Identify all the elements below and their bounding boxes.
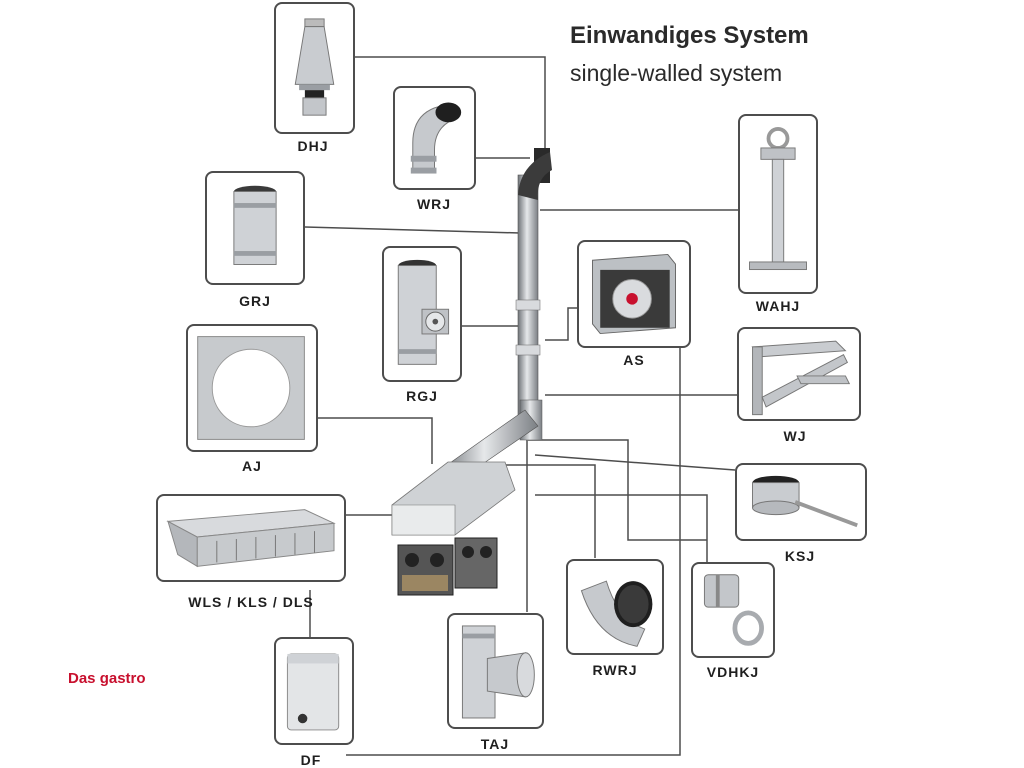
component-box-df[interactable]: [274, 637, 354, 745]
damper-icon: [752, 475, 858, 528]
wall-console-icon: [751, 340, 851, 416]
label-wj: WJ: [783, 428, 807, 444]
component-box-wahj[interactable]: [738, 114, 818, 294]
label-vdhkj: VDHKJ: [706, 664, 760, 680]
label-rwrj: RWRJ: [592, 662, 638, 678]
fan-box-icon: [592, 253, 676, 335]
label-dhj: DHJ: [297, 138, 329, 154]
logo-word-2: gastro: [99, 670, 146, 687]
speed-controller-icon: [286, 653, 340, 731]
component-box-rgj[interactable]: [382, 246, 462, 382]
component-box-vdhkj[interactable]: [691, 562, 775, 658]
label-as: AS: [623, 352, 645, 368]
label-rgj: RGJ: [406, 388, 438, 404]
component-box-wls-kls-dls[interactable]: [156, 494, 346, 582]
component-box-ksj[interactable]: [735, 463, 867, 541]
label-df: DF: [300, 752, 322, 768]
label-wrj: WRJ: [416, 196, 452, 212]
component-box-rwrj[interactable]: [566, 559, 664, 655]
label-wahj: WAHJ: [755, 298, 801, 314]
label-grj: GRJ: [239, 293, 271, 309]
wall-bracket-icon: [749, 127, 807, 271]
component-box-grj[interactable]: [205, 171, 305, 285]
component-box-taj[interactable]: [447, 613, 544, 729]
diagram-subtitle: single-walled system: [570, 60, 783, 86]
chimney-cap-icon: [294, 18, 335, 116]
extractor-hood-icon: [166, 509, 336, 568]
label-taj: TAJ: [480, 736, 510, 752]
cleaning-tee-icon: [397, 259, 450, 365]
straight-pipe-icon: [233, 185, 277, 265]
logo-word-1: Das: [68, 670, 96, 687]
wall-plate-icon: [197, 336, 305, 440]
elbow-pipe-icon: [410, 102, 462, 174]
tee-pipe-icon: [461, 625, 535, 719]
reducing-elbow-icon: [580, 580, 653, 647]
component-box-wj[interactable]: [737, 327, 861, 421]
diagram-title: Einwandiges System: [570, 22, 809, 49]
component-box-aj[interactable]: [186, 324, 318, 452]
label-wls-kls-dls: WLS / KLS / DLS: [188, 594, 314, 610]
component-box-dhj[interactable]: [274, 2, 355, 134]
label-aj: AJ: [242, 458, 262, 474]
component-box-as[interactable]: [577, 240, 691, 348]
clamp-band-icon: [703, 574, 764, 646]
component-box-wrj[interactable]: [393, 86, 476, 190]
brand-logo: Das gastro: [68, 670, 146, 687]
label-ksj: KSJ: [784, 548, 816, 564]
